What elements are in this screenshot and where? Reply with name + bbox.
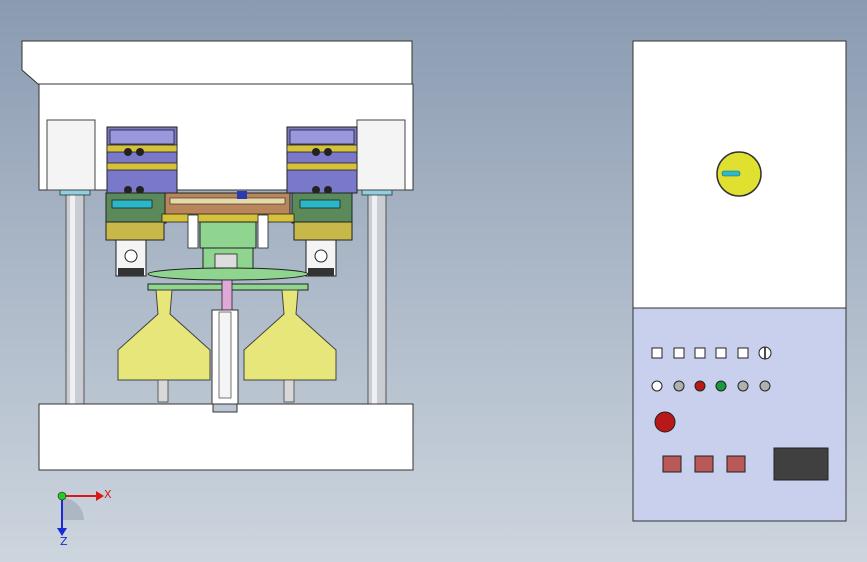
- coordinate-triad: X Z: [57, 488, 112, 548]
- top-plate: [21, 40, 414, 191]
- guide-columns: [59, 189, 393, 405]
- rotary-knob-icon[interactable]: [716, 151, 762, 197]
- z-axis-label: Z: [60, 535, 68, 548]
- lamp-6: [759, 380, 771, 392]
- switch-row: [651, 346, 772, 360]
- switch-1[interactable]: [651, 347, 663, 359]
- indicator-lamps: [651, 380, 771, 392]
- left-actuator-module: [105, 126, 178, 277]
- switch-4[interactable]: [715, 347, 727, 359]
- right-actuator-module: [286, 126, 358, 277]
- switch-3[interactable]: [694, 347, 706, 359]
- base-plate: [38, 403, 414, 471]
- selector-switch-icon[interactable]: [758, 346, 772, 360]
- square-button-2[interactable]: [694, 455, 714, 473]
- square-button-1[interactable]: [662, 455, 682, 473]
- x-axis-label: X: [104, 488, 112, 501]
- control-panel[interactable]: [632, 40, 847, 522]
- lamp-3: [694, 380, 706, 392]
- switch-2[interactable]: [673, 347, 685, 359]
- lamp-4: [715, 380, 727, 392]
- square-button-3[interactable]: [726, 455, 746, 473]
- lamp-1: [651, 380, 663, 392]
- lamp-2: [673, 380, 685, 392]
- machine-assembly[interactable]: [21, 40, 414, 471]
- central-mechanism: [147, 191, 309, 315]
- left-hopper: [117, 289, 211, 403]
- switch-5[interactable]: [737, 347, 749, 359]
- right-hopper: [243, 289, 337, 403]
- emergency-stop-button[interactable]: [654, 411, 676, 433]
- display-window: [773, 447, 829, 481]
- lamp-5: [737, 380, 749, 392]
